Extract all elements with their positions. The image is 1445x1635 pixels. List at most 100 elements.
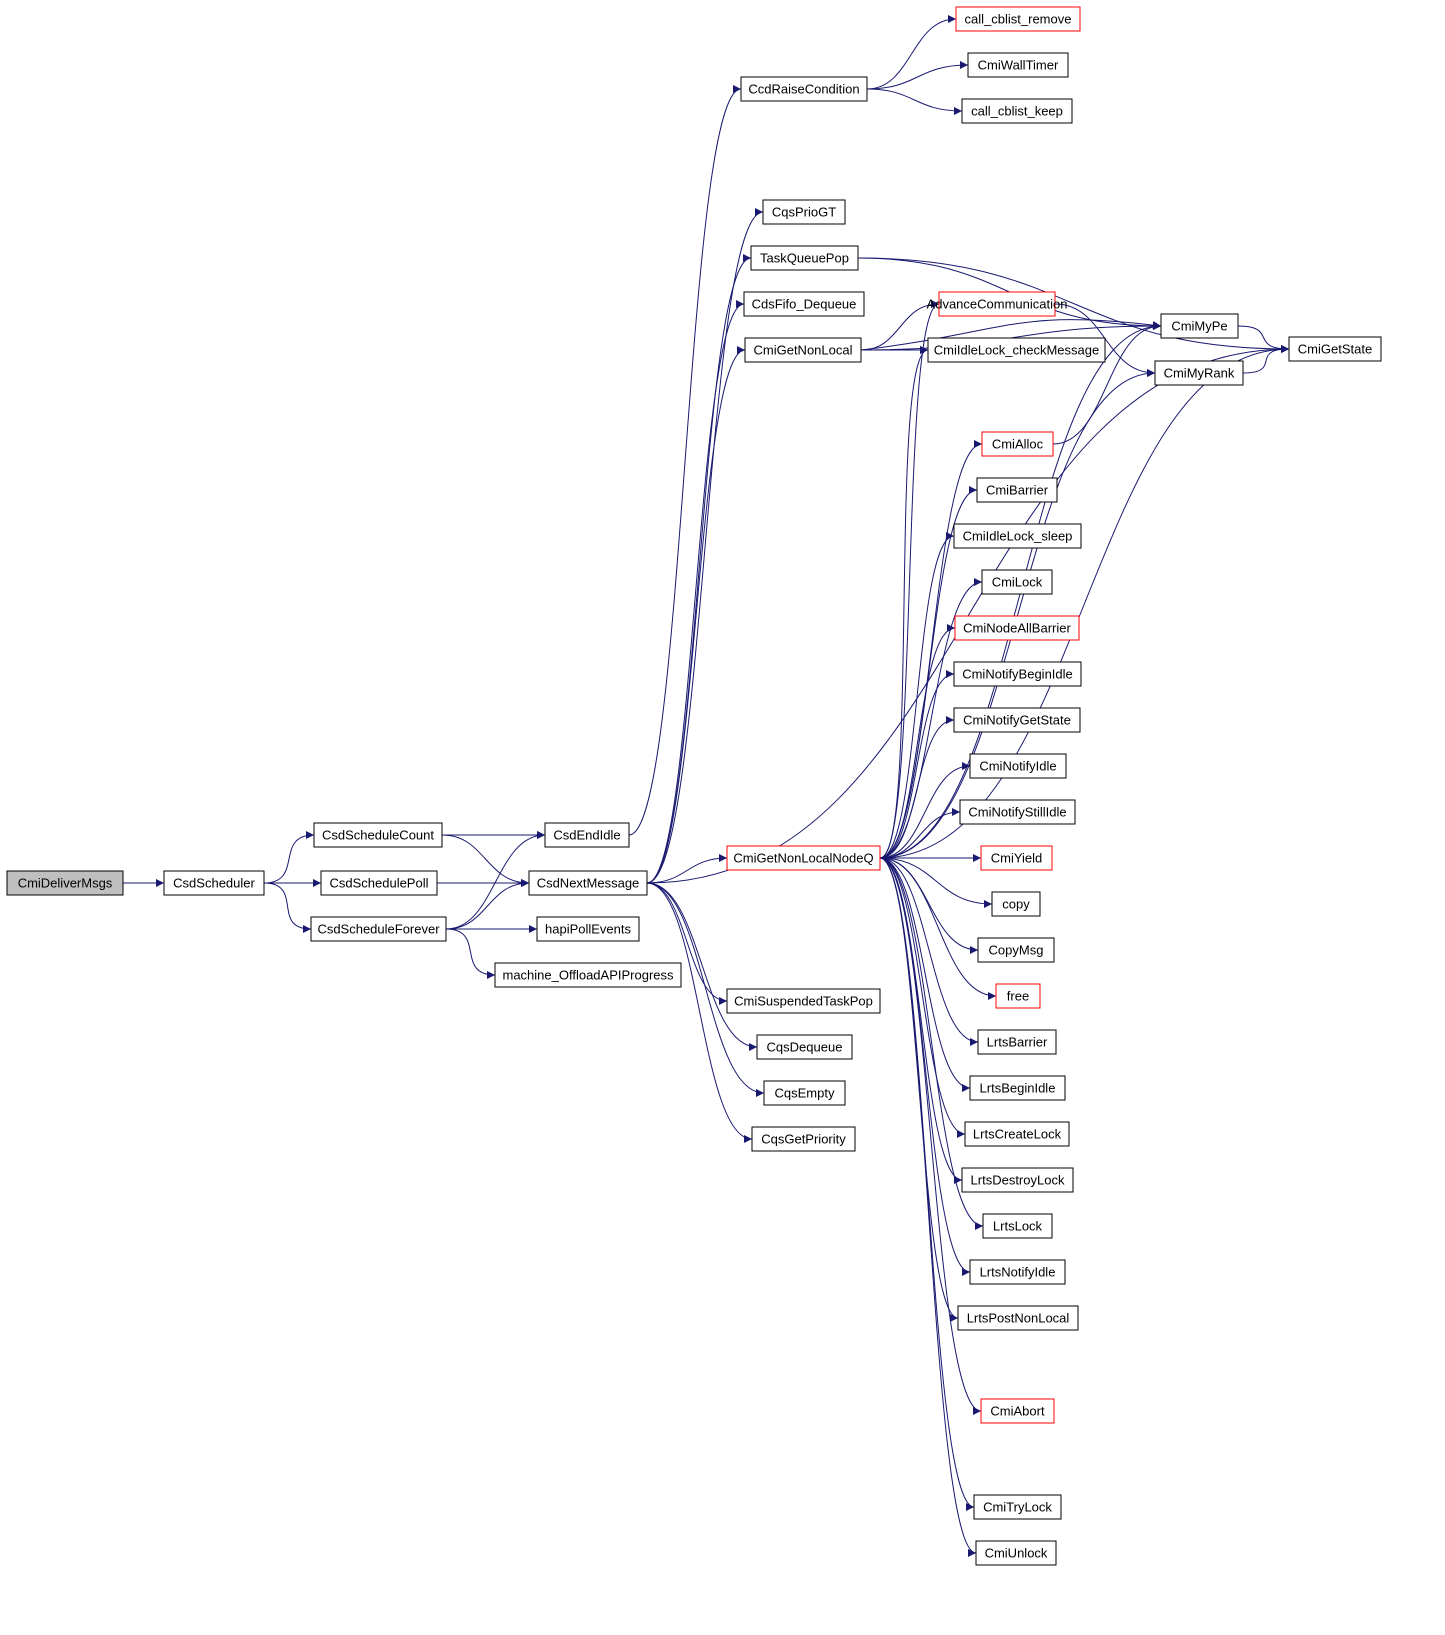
node-box[interactable] [320,870,438,896]
node-box[interactable] [991,891,1041,917]
node-cmi-notify-idle[interactable]: CmiNotifyIdle [969,753,1067,779]
node-box[interactable] [744,337,862,363]
node-box[interactable] [980,1398,1055,1424]
node-lrts-begin-idle[interactable]: LrtsBeginIdle [969,1075,1066,1101]
node-box[interactable] [955,6,1081,32]
node-cmi-get-non-local-node-q[interactable]: CmiGetNonLocalNodeQ [726,845,881,871]
node-box[interactable] [310,916,447,942]
node-box[interactable] [763,1080,846,1106]
node-cmi-get-state[interactable]: CmiGetState [1288,336,1382,362]
node-box[interactable] [1288,336,1382,362]
node-box[interactable] [6,870,124,896]
node-cmi-abort[interactable]: CmiAbort [980,1398,1055,1424]
node-cmi-yield[interactable]: CmiYield [980,845,1053,871]
node-box[interactable] [977,1029,1057,1055]
node-free[interactable]: free [995,983,1041,1009]
node-box[interactable] [938,291,1056,317]
node-copy-msg[interactable]: CopyMsg [977,937,1055,963]
node-box[interactable] [1154,360,1244,386]
node-box[interactable] [969,753,1067,779]
node-cmi-notify-get-state[interactable]: CmiNotifyGetState [953,707,1081,733]
node-box[interactable] [961,1167,1074,1193]
node-box[interactable] [959,799,1076,825]
node-cmi-lock[interactable]: CmiLock [981,569,1053,595]
node-lrts-notify-idle[interactable]: LrtsNotifyIdle [969,1259,1066,1285]
node-box[interactable] [528,870,648,896]
node-box[interactable] [980,845,1053,871]
node-cmi-notify-still-idle[interactable]: CmiNotifyStillIdle [959,799,1076,825]
node-cmi-my-rank[interactable]: CmiMyRank [1154,360,1244,386]
node-box[interactable] [494,962,682,988]
node-box[interactable] [1160,313,1239,339]
node-box[interactable] [756,1034,853,1060]
node-lrts-lock[interactable]: LrtsLock [982,1213,1053,1239]
node-cds-fifo-dequeue[interactable]: CdsFifo_Dequeue [743,291,865,317]
node-cmi-notify-begin-idle[interactable]: CmiNotifyBeginIdle [953,661,1082,687]
node-cmi-barrier[interactable]: CmiBarrier [976,477,1058,503]
node-box[interactable] [740,76,868,102]
node-box[interactable] [536,916,640,942]
node-box[interactable] [163,870,265,896]
node-call-cblist-keep[interactable]: call_cblist_keep [961,98,1073,124]
node-task-queue-pop[interactable]: TaskQueuePop [750,245,859,271]
node-advance-communication[interactable]: AdvanceCommunication [927,291,1068,317]
node-lrts-create-lock[interactable]: LrtsCreateLock [964,1121,1070,1147]
node-copy[interactable]: copy [991,891,1041,917]
node-box[interactable] [976,477,1058,503]
node-cmi-get-non-local[interactable]: CmiGetNonLocal [744,337,862,363]
node-cqs-dequeue[interactable]: CqsDequeue [756,1034,853,1060]
node-box[interactable] [973,1494,1062,1520]
node-csd-schedule-count[interactable]: CsdScheduleCount [313,822,443,848]
node-box[interactable] [964,1121,1070,1147]
node-cmi-my-pe[interactable]: CmiMyPe [1160,313,1239,339]
node-csd-end-idle[interactable]: CsdEndIdle [544,822,630,848]
node-box[interactable] [927,337,1106,363]
node-hapi-poll-events[interactable]: hapiPollEvents [536,916,640,942]
node-machine-offload-apiprogress[interactable]: machine_OffloadAPIProgress [494,962,682,988]
node-cmi-try-lock[interactable]: CmiTryLock [973,1494,1062,1520]
node-box[interactable] [750,245,859,271]
node-box[interactable] [969,1259,1066,1285]
node-box[interactable] [969,1075,1066,1101]
node-box[interactable] [953,707,1081,733]
node-cmi-alloc[interactable]: CmiAlloc [981,431,1054,457]
node-lrts-barrier[interactable]: LrtsBarrier [977,1029,1057,1055]
node-cqs-empty[interactable]: CqsEmpty [763,1080,846,1106]
node-cmi-idle-lock-sleep[interactable]: CmiIdleLock_sleep [953,523,1082,549]
node-csd-scheduler[interactable]: CsdScheduler [163,870,265,896]
node-box[interactable] [982,1213,1053,1239]
node-ccd-raise-condition[interactable]: CcdRaiseCondition [740,76,868,102]
node-cqs-get-priority[interactable]: CqsGetPriority [751,1126,856,1152]
node-lrts-post-non-local[interactable]: LrtsPostNonLocal [957,1305,1079,1331]
node-box[interactable] [961,98,1073,124]
node-box[interactable] [957,1305,1079,1331]
node-box[interactable] [953,523,1082,549]
node-box[interactable] [726,988,881,1014]
node-box[interactable] [954,615,1080,641]
node-cmi-suspended-task-pop[interactable]: CmiSuspendedTaskPop [726,988,881,1014]
node-cmi-idle-lock-check-message[interactable]: CmiIdleLock_checkMessage [927,337,1106,363]
node-cmi-unlock[interactable]: CmiUnlock [975,1540,1057,1566]
node-box[interactable] [981,431,1054,457]
node-box[interactable] [726,845,881,871]
node-csd-next-message[interactable]: CsdNextMessage [528,870,648,896]
node-cmi-deliver-msgs[interactable]: CmiDeliverMsgs [6,870,124,896]
node-cmi-node-all-barrier[interactable]: CmiNodeAllBarrier [954,615,1080,641]
node-box[interactable] [313,822,443,848]
node-cmi-wall-timer[interactable]: CmiWallTimer [967,52,1069,78]
node-box[interactable] [981,569,1053,595]
node-call-cblist-remove[interactable]: call_cblist_remove [955,6,1081,32]
node-box[interactable] [977,937,1055,963]
node-box[interactable] [743,291,865,317]
node-lrts-destroy-lock[interactable]: LrtsDestroyLock [961,1167,1074,1193]
node-box[interactable] [967,52,1069,78]
node-box[interactable] [995,983,1041,1009]
node-box[interactable] [953,661,1082,687]
node-csd-schedule-poll[interactable]: CsdSchedulePoll [320,870,438,896]
node-box[interactable] [751,1126,856,1152]
node-cqs-prio-gt[interactable]: CqsPrioGT [762,199,846,225]
node-box[interactable] [975,1540,1057,1566]
node-box[interactable] [762,199,846,225]
node-csd-schedule-forever[interactable]: CsdScheduleForever [310,916,447,942]
node-box[interactable] [544,822,630,848]
